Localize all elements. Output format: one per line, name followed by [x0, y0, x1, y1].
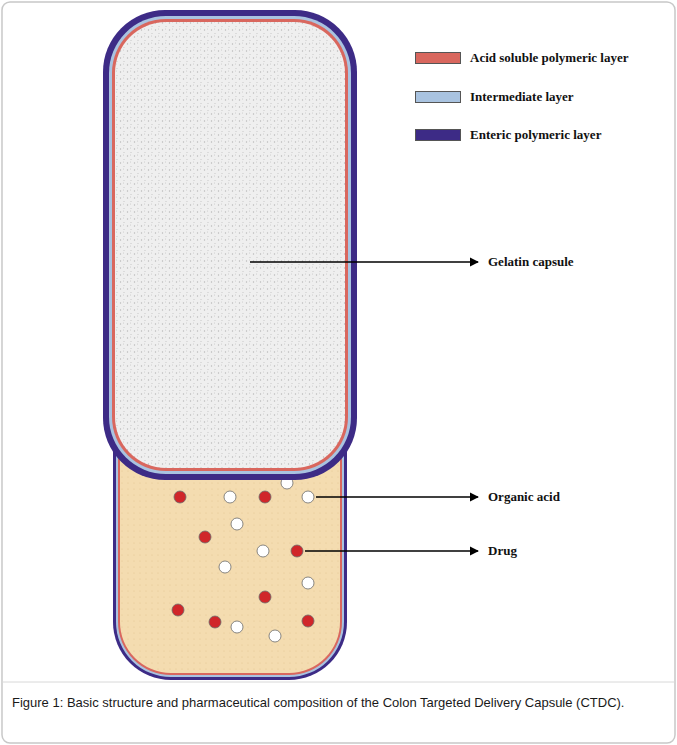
legend-text: Intermediate layer: [470, 89, 574, 105]
part-label: Drug: [488, 543, 517, 559]
capsule-cap: [103, 10, 357, 480]
legend-swatch: [415, 129, 461, 141]
legend-swatch: [415, 91, 461, 103]
part-label: Gelatin capsule: [488, 254, 574, 270]
part-label: Organic acid: [488, 489, 560, 505]
legend-text: Acid soluble polymeric layer: [470, 50, 629, 66]
particles: [172, 477, 314, 642]
leader-arrows: [250, 262, 478, 551]
figure-caption: Figure 1: Basic structure and pharmaceut…: [12, 694, 662, 711]
legend-swatch: [415, 52, 461, 64]
legend-text: Enteric polymeric layer: [470, 127, 601, 143]
caption-rule: [2, 682, 675, 683]
